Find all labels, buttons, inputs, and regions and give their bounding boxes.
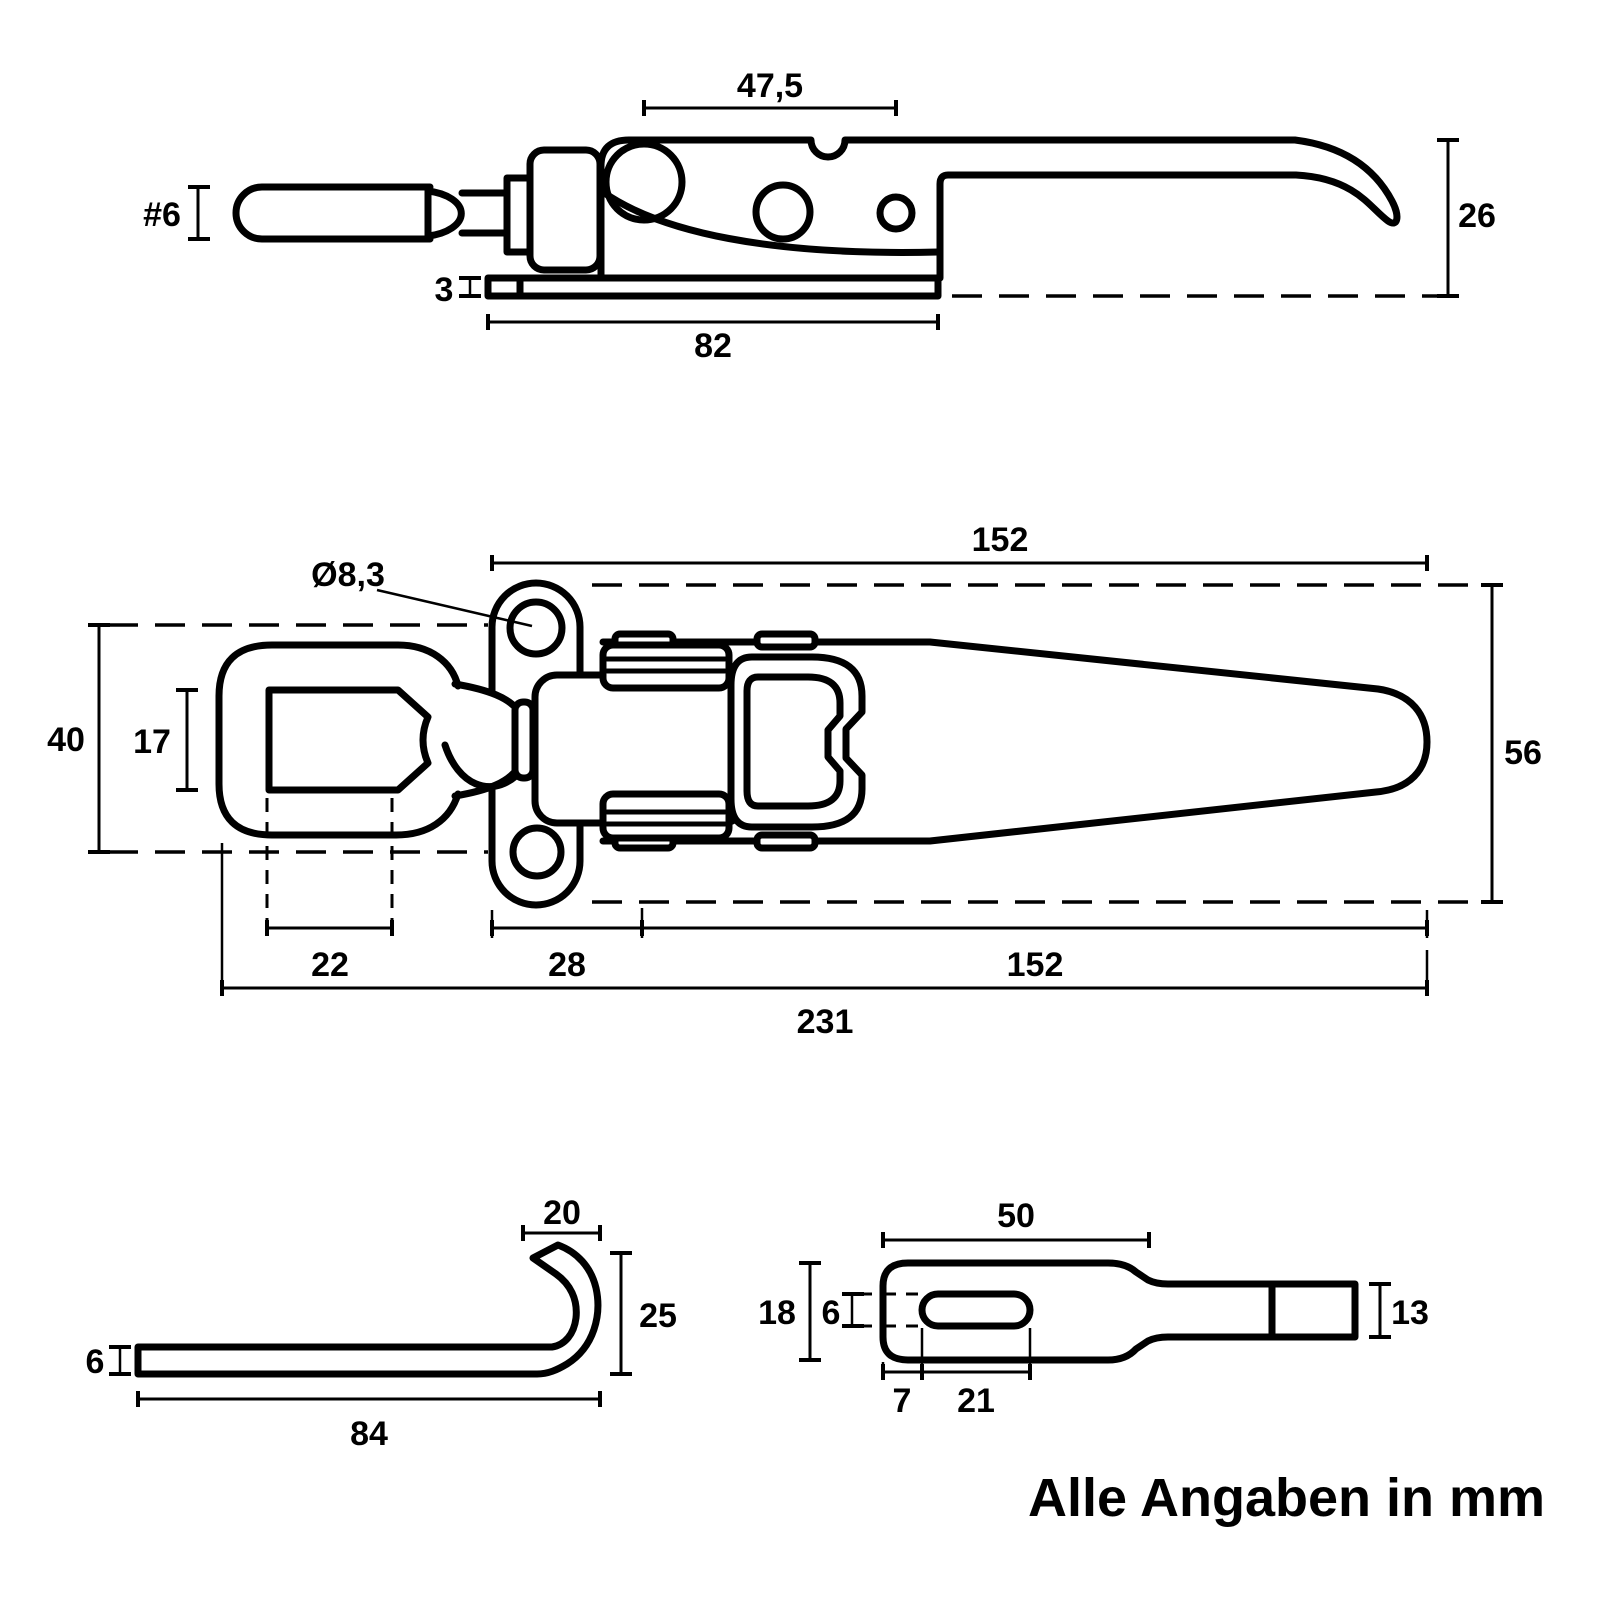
dim-label-length-top: 152	[972, 521, 1029, 559]
dim-label-hinge-offset: 28	[548, 946, 586, 984]
dim-label-base-length: 82	[694, 327, 732, 365]
spring-pack-top	[599, 641, 733, 692]
dim-label-eye-width: 40	[47, 721, 85, 759]
dim-label-hole-span: 47,5	[737, 67, 803, 105]
dim-tip-width: 20	[521, 1194, 602, 1241]
dim-label-hook-height: 25	[639, 1297, 677, 1335]
dim-body-width: 18	[758, 1261, 821, 1362]
dim-label-eye-opening-length: 22	[311, 946, 349, 984]
pivot-hole	[602, 140, 686, 224]
dim-label-base-thickness: 3	[435, 271, 454, 309]
slot-extension-dashed	[858, 1292, 918, 1328]
rod-outline	[232, 183, 511, 243]
dim-length-bottom: 152	[642, 910, 1429, 984]
dim-label-hook-height: 26	[1458, 197, 1496, 235]
dim-body-length: 50	[881, 1197, 1151, 1248]
dim-total-length: 231	[220, 843, 1429, 1041]
dim-label-bar-thickness: 6	[86, 1343, 105, 1381]
keeper-plan-view: 50 18 6 13 7 21	[758, 1197, 1429, 1420]
spring-tabs	[611, 630, 819, 852]
mounting-hole-bottom	[509, 824, 565, 880]
dim-bar-length: 84	[136, 1391, 602, 1453]
dim-label-body-width: 18	[758, 1294, 796, 1332]
dim-label-length-bottom: 152	[1007, 946, 1064, 984]
dim-label-slot-width: 6	[822, 1294, 841, 1332]
dim-bar-thickness: 6	[86, 1343, 131, 1381]
hinge-pin	[511, 698, 537, 782]
dim-label-slot-offset: 7	[893, 1382, 912, 1420]
dim-label-total-length: 231	[797, 1003, 854, 1041]
side-view: 47,5 #6 3 82 26	[143, 67, 1496, 365]
dim-label-hole-dia: Ø8,3	[311, 556, 385, 594]
dim-tongue-width: 13	[1369, 1282, 1429, 1339]
dim-base-thickness: 3	[435, 271, 481, 309]
dim-hook-height: 26	[1437, 138, 1496, 298]
base-plate	[484, 274, 942, 300]
dim-label-eye-opening-height: 17	[133, 723, 171, 761]
dim-label-bar-length: 84	[350, 1415, 388, 1453]
dim-eye-opening-height: 17	[133, 688, 198, 792]
mounting-hole-top	[506, 598, 566, 658]
dim-hook-height: 25	[610, 1251, 677, 1376]
small-hole	[876, 193, 916, 233]
plan-view: 152 Ø8,3 40 17 22 28	[47, 521, 1542, 1041]
clamp-bail	[727, 653, 866, 831]
dim-rod-dia: #6	[143, 185, 210, 241]
dim-slot-width: 6	[822, 1292, 864, 1332]
dim-slot-length: 21	[957, 1382, 995, 1420]
dim-hole-span: 47,5	[642, 67, 898, 116]
units-note: Alle Angaben in mm	[1028, 1468, 1545, 1528]
hook-outline	[134, 1241, 602, 1378]
spring-pack-bottom	[599, 790, 733, 842]
dim-eye-width: 40	[47, 623, 110, 854]
eye-bolt	[215, 641, 462, 839]
hook-side-view: 20 25 6 84	[86, 1194, 677, 1453]
pivot-block	[503, 146, 604, 274]
eye-opening	[265, 686, 432, 794]
dim-slot-offset: 7	[881, 1328, 1032, 1420]
dim-label-rod-dia: #6	[143, 196, 181, 234]
dim-label-body-length: 50	[997, 1197, 1035, 1235]
middle-hole	[752, 181, 814, 243]
lever-blade	[599, 638, 1431, 845]
envelope-dashed	[108, 583, 1470, 938]
dim-eye-opening-length: 22	[265, 920, 394, 984]
swivel-neck	[441, 680, 522, 800]
dim-blade-width: 56	[1481, 583, 1542, 904]
dim-label-tongue-width: 13	[1391, 1294, 1429, 1332]
dim-label-tip-width: 20	[543, 1194, 581, 1232]
dim-hole-dia: Ø8,3	[311, 556, 533, 628]
dim-base-length: 82	[486, 314, 940, 365]
dim-label-slot-length: 21	[957, 1382, 995, 1420]
dim-length-top: 152	[490, 521, 1429, 571]
lever-outline	[597, 136, 1401, 282]
dim-hinge-offset: 28	[490, 908, 644, 984]
keeper-outline	[879, 1259, 1359, 1364]
dim-label-blade-width: 56	[1504, 734, 1542, 772]
keeper-slot	[918, 1290, 1034, 1330]
